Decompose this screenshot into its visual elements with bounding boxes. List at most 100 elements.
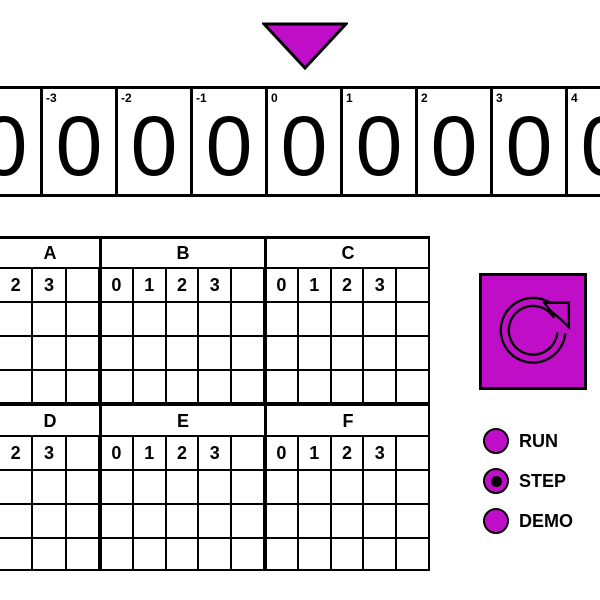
rule-cell[interactable] — [166, 505, 200, 539]
rule-cell[interactable] — [101, 539, 134, 571]
rule-cell[interactable] — [298, 337, 332, 371]
divider — [0, 569, 430, 571]
tape-cell-index: 0 — [271, 91, 278, 105]
rule-cell[interactable] — [66, 337, 100, 371]
radio-button[interactable] — [483, 468, 509, 494]
rule-cell[interactable] — [266, 337, 299, 371]
rule-cell[interactable] — [133, 471, 167, 505]
rule-cell[interactable] — [33, 471, 67, 505]
rule-cell[interactable] — [199, 337, 233, 371]
rule-cell[interactable] — [331, 505, 365, 539]
rule-cell[interactable] — [66, 371, 100, 405]
rule-cell[interactable] — [167, 539, 200, 571]
rule-cell[interactable] — [0, 337, 34, 371]
rule-cell[interactable] — [266, 471, 299, 505]
rule-cell[interactable] — [0, 371, 34, 405]
radio-button[interactable] — [483, 428, 509, 454]
tape-cell[interactable]: 40 — [565, 89, 600, 194]
rule-cell[interactable] — [266, 539, 299, 571]
rule-cell[interactable] — [331, 337, 365, 371]
rule-cell[interactable] — [232, 337, 265, 371]
rule-cell[interactable] — [232, 471, 265, 505]
rule-cell[interactable] — [298, 471, 332, 505]
rule-cell[interactable] — [199, 303, 233, 337]
rule-cell[interactable] — [66, 471, 100, 505]
rule-cell[interactable] — [397, 471, 430, 505]
rule-cell[interactable] — [232, 371, 265, 405]
rule-cell[interactable] — [364, 471, 398, 505]
mode-radio-step[interactable]: STEP — [483, 468, 566, 494]
rule-cell[interactable] — [266, 505, 299, 539]
rule-cell[interactable] — [0, 505, 34, 539]
rule-cell[interactable] — [133, 337, 167, 371]
rule-cell[interactable] — [0, 539, 34, 571]
rule-cell[interactable] — [0, 471, 34, 505]
rule-cell[interactable] — [67, 539, 100, 571]
rule-cell[interactable] — [332, 539, 365, 571]
radio-button[interactable] — [483, 508, 509, 534]
rule-cell[interactable] — [331, 371, 365, 405]
rule-cell[interactable] — [101, 337, 134, 371]
rule-cell[interactable] — [166, 303, 200, 337]
rule-cell[interactable] — [199, 371, 233, 405]
rule-cell[interactable] — [166, 371, 200, 405]
rule-cell[interactable] — [364, 505, 398, 539]
rule-cell[interactable] — [397, 337, 430, 371]
mode-radio-demo[interactable]: DEMO — [483, 508, 573, 534]
rule-cell[interactable] — [33, 505, 67, 539]
rule-cell[interactable] — [266, 371, 299, 405]
rule-cell[interactable] — [397, 371, 430, 405]
tape-cell-symbol: 0 — [205, 99, 253, 193]
rule-cell[interactable] — [101, 303, 134, 337]
rule-cell[interactable] — [0, 303, 34, 337]
rule-cell[interactable] — [364, 539, 398, 571]
rule-cell[interactable] — [298, 371, 332, 405]
rule-cell[interactable] — [199, 471, 233, 505]
rule-cell[interactable] — [299, 539, 332, 571]
rule-cell[interactable] — [331, 303, 365, 337]
rule-cell[interactable] — [166, 471, 200, 505]
mode-radio-run[interactable]: RUN — [483, 428, 558, 454]
tape-cell[interactable]: 0 — [0, 89, 40, 194]
rule-cell[interactable] — [199, 539, 233, 571]
rule-cell[interactable] — [397, 303, 430, 337]
rule-cell[interactable] — [232, 539, 265, 571]
rule-cell[interactable] — [66, 505, 100, 539]
rule-cell[interactable] — [298, 303, 332, 337]
rule-cell[interactable] — [133, 303, 167, 337]
rule-cell[interactable] — [364, 303, 398, 337]
rule-cell[interactable] — [33, 303, 67, 337]
rule-cell[interactable] — [101, 471, 134, 505]
symbol-header: 2 — [0, 437, 34, 471]
reset-button[interactable] — [479, 273, 587, 390]
rule-cell[interactable] — [166, 337, 200, 371]
rule-cell[interactable] — [364, 337, 398, 371]
rule-cell[interactable] — [331, 471, 365, 505]
rule-cell[interactable] — [199, 505, 233, 539]
rule-cell[interactable] — [266, 303, 299, 337]
tape-cell-index: -3 — [46, 91, 57, 105]
rule-cell[interactable] — [101, 505, 134, 539]
rule-cell[interactable] — [397, 539, 430, 571]
rule-cell[interactable] — [33, 371, 67, 405]
rule-cell[interactable] — [232, 303, 265, 337]
rule-cell[interactable] — [134, 539, 167, 571]
rule-cell[interactable] — [66, 303, 100, 337]
rule-cell[interactable] — [397, 505, 430, 539]
rule-cell[interactable] — [364, 371, 398, 405]
rule-cell[interactable] — [33, 337, 67, 371]
rule-cell[interactable] — [298, 505, 332, 539]
rule-cell[interactable] — [33, 539, 67, 571]
rule-cell[interactable] — [133, 371, 167, 405]
rule-cell[interactable] — [133, 505, 167, 539]
rule-cell[interactable] — [101, 371, 134, 405]
rule-cell[interactable] — [232, 505, 265, 539]
symbol-header: 2 — [166, 269, 200, 303]
